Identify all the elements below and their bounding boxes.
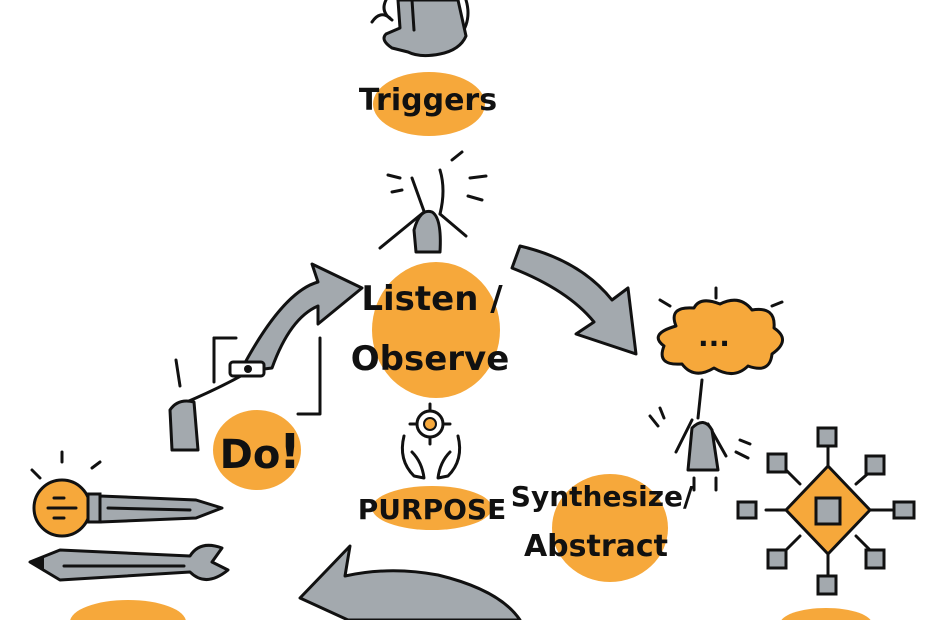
synthesize-blob [552, 474, 668, 582]
triggers-blob [373, 72, 485, 136]
synthesize-label: Synthesize/ [511, 480, 694, 513]
network-diamond-icon [736, 426, 916, 596]
triggers-label: Triggers [359, 83, 497, 118]
thought-cloud-icon: ... [656, 286, 784, 375]
listen-label: Listen / [361, 279, 503, 319]
wrench-pencil-icon [28, 543, 230, 582]
do-label: Do [220, 432, 281, 478]
pointing-person-icon [378, 150, 488, 254]
observe-label: Observe [351, 339, 510, 379]
pointing-hand-icon [370, 0, 470, 58]
purpose-blob [372, 486, 492, 530]
bottom-left-blob [70, 600, 186, 620]
hand-with-camera-icon [168, 336, 322, 452]
thinking-person-icon [648, 378, 752, 492]
abstract-label: Abstract [524, 529, 668, 564]
target-hands-icon [400, 402, 462, 480]
do-blob [213, 410, 301, 490]
arrow-do-to-listen [238, 262, 364, 374]
arrow-listen-to-synthesize [510, 244, 638, 356]
lightbulb-pencil-icon [30, 450, 224, 538]
do-exclamation: ! [279, 424, 301, 480]
bottom-right-blob [781, 608, 871, 620]
purpose-label: PURPOSE [358, 493, 506, 526]
arrow-bottom-return [298, 544, 522, 620]
thought-dots: ... [698, 320, 730, 353]
listen-observe-blob [372, 262, 500, 398]
